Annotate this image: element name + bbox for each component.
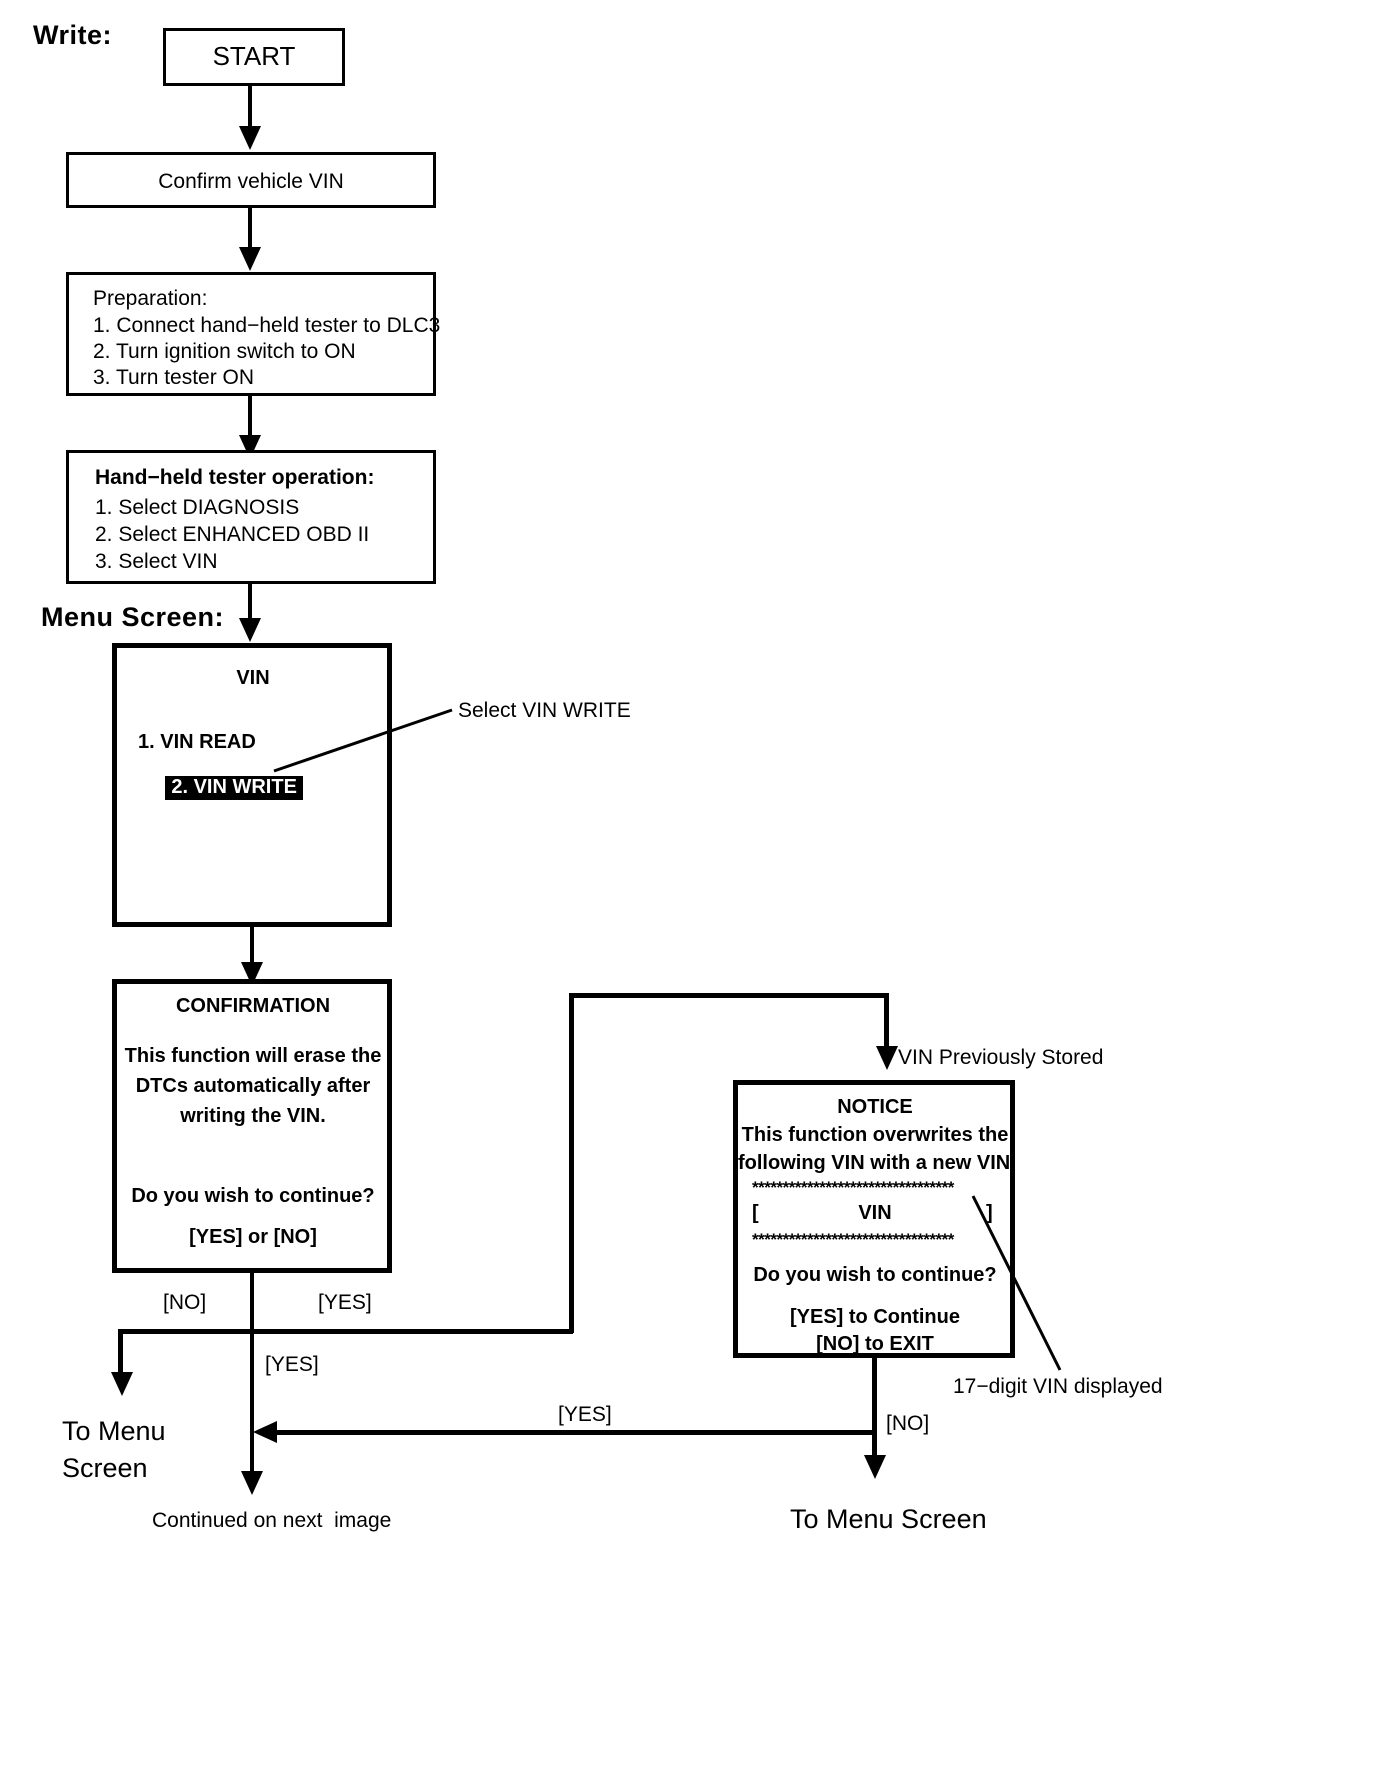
section-heading-menu-screen: Menu Screen: [41,602,225,632]
connector-yes-to-notice-top [569,993,889,998]
connector-start-to-confirm [248,86,252,132]
node-preparation-title: Preparation: [93,287,208,310]
connector-tester-op-to-vin-menu [248,584,252,626]
connector-preparation-to-tester-op [248,396,252,442]
node-preparation: Preparation: 1. Connect hand−held tester… [66,272,440,396]
node-preparation-step-1: 1. Connect hand−held tester to DLC3 [93,314,441,337]
connector-no-to-menu-screen [118,1329,123,1383]
node-confirm-vehicle-vin: Confirm vehicle VIN [66,152,436,208]
arrowhead-icon [253,1421,277,1443]
arrowhead-icon [111,1372,133,1396]
screen-vin-menu[interactable]: VIN 1. VIN READ 2. VIN WRITE [112,643,392,927]
terminator-to-menu-screen-left-line-1: To Menu [62,1416,166,1446]
connector-confirmation-branch-bus [118,1329,573,1334]
menu-item-vin-write[interactable]: 2. VIN WRITE [132,756,303,820]
edge-label-no-left: [NO] [163,1291,207,1314]
arrowhead-icon [876,1046,898,1070]
connector-yes-to-notice-riser [569,993,574,1333]
menu-item-vin-read[interactable]: 1. VIN READ [138,731,256,753]
arrowhead-icon [864,1455,886,1479]
arrowhead-icon [239,126,261,150]
screen-notice-vin-bracket-left: [ [752,1202,759,1224]
edge-label-no-exit: [NO] [886,1412,930,1435]
screen-confirmation-title: CONFIRMATION [175,995,331,1017]
terminator-continued-next-image: Continued on next image [152,1509,392,1532]
screen-notice[interactable]: NOTICE This function overwrites the foll… [733,1080,1016,1358]
screen-notice-answer-no: [NO] to EXIT [816,1333,934,1355]
connector-notice-no-exit [872,1358,877,1466]
callout-17-digit-vin: 17−digit VIN displayed [953,1375,1163,1398]
screen-notice-body-line-2: following VIN with a new VIN. [738,1152,1016,1174]
screen-confirmation-question: Do you wish to continue? [131,1185,375,1207]
node-tester-operation-step-2: 2. Select ENHANCED OBD II [95,523,370,546]
connector-confirm-to-preparation [248,208,252,254]
screen-vin-menu-title: VIN [236,667,270,689]
menu-item-vin-write-label: 2. VIN WRITE [165,776,303,800]
screen-notice-rule-top: ********************************* [752,1178,954,1197]
edge-label-yes-return: [YES] [558,1403,612,1426]
connector-vin-menu-to-confirmation [250,927,254,971]
node-confirm-vehicle-vin-label: Confirm vehicle VIN [158,170,344,193]
section-heading-write: Write: [33,20,113,50]
screen-notice-vin-bracket-right: ] [986,1202,993,1224]
node-tester-operation: Hand−held tester operation: 1. Select DI… [66,450,436,584]
arrowhead-icon [239,247,261,271]
connector-confirmation-stem [250,1273,254,1482]
screen-notice-question: Do you wish to continue? [753,1264,997,1286]
arrowhead-icon [239,618,261,642]
terminator-to-menu-screen-right: To Menu Screen [790,1504,987,1534]
screen-notice-body-line-1: This function overwrites the [741,1124,1009,1146]
screen-confirmation-answer: [YES] or [NO] [189,1226,317,1248]
node-tester-operation-title: Hand−held tester operation: [95,466,375,489]
connector-yes-to-notice-drop [884,993,889,1055]
node-tester-operation-step-1: 1. Select DIAGNOSIS [95,496,300,519]
screen-notice-rule-bottom: ********************************* [752,1230,954,1249]
node-tester-operation-step-3: 3. Select VIN [95,550,218,573]
screen-confirmation[interactable]: CONFIRMATION This function will erase th… [112,979,392,1273]
screen-notice-answer-yes: [YES] to Continue [790,1306,960,1328]
screen-notice-vin-label: VIN [858,1202,892,1224]
node-preparation-step-3: 3. Turn tester ON [93,366,255,389]
screen-confirmation-body-line-1: This function will erase the [124,1045,382,1067]
arrowhead-icon [241,1471,263,1495]
screen-confirmation-body-line-2: DTCs automatically after [135,1075,371,1097]
callout-select-vin-write: Select VIN WRITE [458,699,631,722]
node-start: START [163,28,345,86]
node-start-label: START [212,41,296,71]
terminator-to-menu-screen-left-line-2: Screen [62,1453,148,1483]
screen-confirmation-body-line-3: writing the VIN. [180,1105,326,1127]
edge-label-yes-down: [YES] [265,1353,319,1376]
edge-label-yes-right: [YES] [318,1291,372,1314]
screen-notice-title: NOTICE [837,1096,913,1118]
callout-vin-previously-stored: VIN Previously Stored [898,1046,1104,1069]
connector-notice-yes-return [270,1430,874,1435]
node-preparation-step-2: 2. Turn ignition switch to ON [93,340,356,363]
